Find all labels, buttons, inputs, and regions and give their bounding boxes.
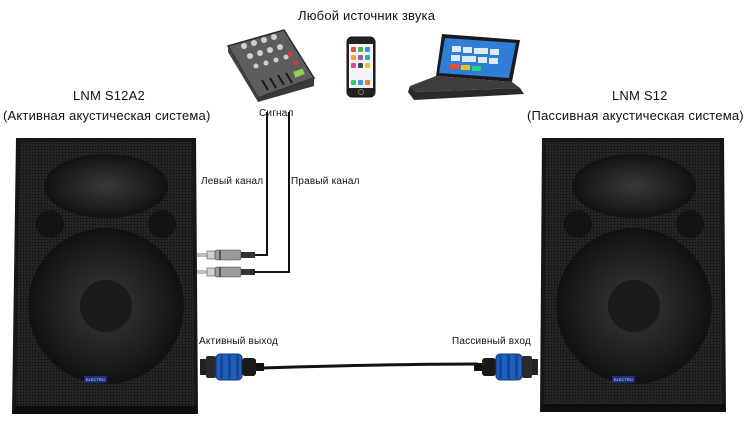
left-speaker-badge: ELECTRO [84, 376, 107, 383]
right-channel-label: Правый канал [291, 176, 360, 187]
speaker-cable [261, 362, 479, 370]
left-channel-label: Левый канал [201, 176, 264, 187]
source-label: Любой источник звука [298, 8, 436, 23]
right-speaker-model: LNM S12 [612, 88, 668, 103]
jack-plug-right [197, 266, 255, 278]
left-speaker-type: (Активная акустическая система) [3, 108, 211, 123]
smartphone-icon [346, 36, 376, 98]
right-speaker [540, 138, 726, 412]
laptop-icon [408, 34, 524, 100]
jack-plug-left [197, 249, 255, 261]
signal-cable-right [253, 112, 290, 273]
signal-cable-left [253, 112, 268, 256]
horn [44, 154, 168, 218]
signal-label: Сигнал [259, 108, 294, 119]
active-output-label: Активный выход [199, 336, 279, 347]
mixer-icon [226, 29, 316, 102]
left-speaker [12, 138, 198, 414]
right-speaker-badge: ELECTRO [612, 376, 635, 383]
speakon-connector-right [474, 353, 538, 381]
right-speaker-type: (Пассивная акустическая система) [527, 108, 744, 123]
left-speaker-model: LNM S12A2 [73, 88, 145, 103]
speakon-connector-left [200, 353, 264, 381]
passive-input-label: Пассивный вход [452, 336, 531, 347]
